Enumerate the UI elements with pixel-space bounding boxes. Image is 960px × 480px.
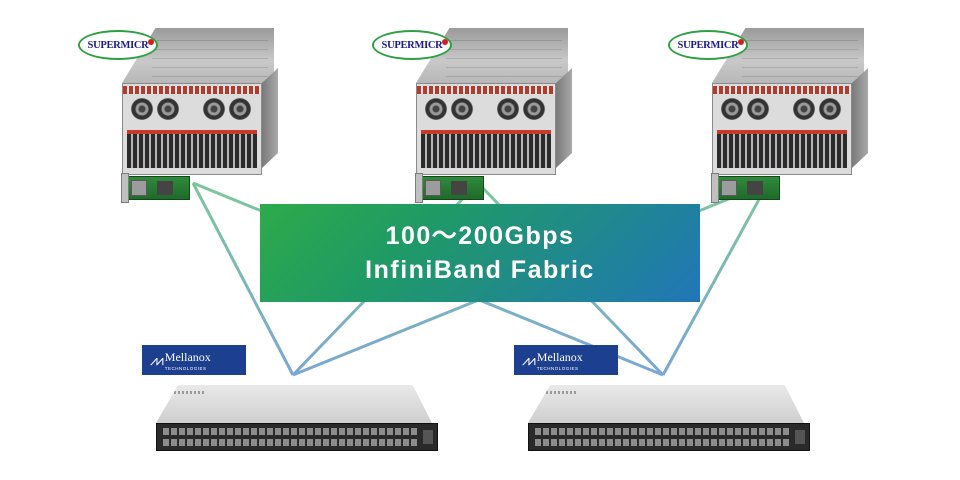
- fan-icon: [229, 98, 251, 120]
- fan-icon: [523, 98, 545, 120]
- network-adapter-card: [711, 173, 780, 203]
- supermicro-server-2: SUPERMICR: [372, 28, 572, 203]
- fan-icon: [451, 98, 473, 120]
- supermicro-server-3: SUPERMICR: [668, 28, 868, 203]
- mellanox-switch-1: ⩘⩘ Mellanox TECHNOLOGIES: [142, 345, 442, 451]
- mellanox-bridge-icon: ⩘⩘: [150, 351, 164, 368]
- mellanox-logo-text: Mellanox: [536, 350, 583, 364]
- mellanox-logo: ⩘⩘ Mellanox TECHNOLOGIES: [142, 345, 246, 375]
- fabric-name-label: InfiniBand Fabric: [365, 256, 595, 284]
- supermicro-logo-text: SUPERMICR: [381, 39, 443, 51]
- server-chassis-side: [852, 68, 868, 168]
- mellanox-logo-subtext: TECHNOLOGIES: [164, 366, 207, 371]
- infiniband-fabric-banner: 100〜200Gbps InfiniBand Fabric: [260, 204, 700, 302]
- fan-icon: [131, 98, 153, 120]
- server-front-panel: [122, 83, 262, 175]
- switch-port-panel: [528, 423, 810, 451]
- mellanox-bridge-icon: ⩘⩘: [522, 351, 536, 368]
- mellanox-switch-2: ⩘⩘ Mellanox TECHNOLOGIES: [514, 345, 814, 451]
- switch-chassis-top: [156, 385, 432, 423]
- supermicro-logo-text: SUPERMICR: [87, 39, 149, 51]
- fan-icon: [157, 98, 179, 120]
- fan-icon: [793, 98, 815, 120]
- drive-bays: [127, 130, 257, 168]
- drive-bays: [421, 130, 551, 168]
- fan-icon: [497, 98, 519, 120]
- fan-icon: [203, 98, 225, 120]
- server-front-panel: [712, 83, 852, 175]
- fan-icon: [819, 98, 841, 120]
- server-chassis-side: [262, 68, 278, 168]
- supermicro-logo: SUPERMICR: [372, 30, 452, 60]
- supermicro-logo: SUPERMICR: [668, 30, 748, 60]
- supermicro-server-1: SUPERMICR: [78, 28, 278, 203]
- switch-chassis-top: [528, 385, 804, 423]
- drive-bays: [717, 130, 847, 168]
- link-line: [661, 182, 770, 376]
- link-line: [191, 182, 295, 376]
- server-chassis-side: [556, 68, 572, 168]
- supermicro-logo: SUPERMICR: [78, 30, 158, 60]
- supermicro-logo-text: SUPERMICR: [677, 39, 739, 51]
- server-front-panel: [416, 83, 556, 175]
- fan-icon: [747, 98, 769, 120]
- fan-icon: [425, 98, 447, 120]
- network-adapter-card: [121, 173, 190, 203]
- mellanox-logo-subtext: TECHNOLOGIES: [536, 366, 579, 371]
- fan-icon: [721, 98, 743, 120]
- fabric-speed-label: 100〜200Gbps: [385, 222, 575, 250]
- network-adapter-card: [415, 173, 484, 203]
- mellanox-logo: ⩘⩘ Mellanox TECHNOLOGIES: [514, 345, 618, 375]
- mellanox-logo-text: Mellanox: [164, 350, 211, 364]
- switch-port-panel: [156, 423, 438, 451]
